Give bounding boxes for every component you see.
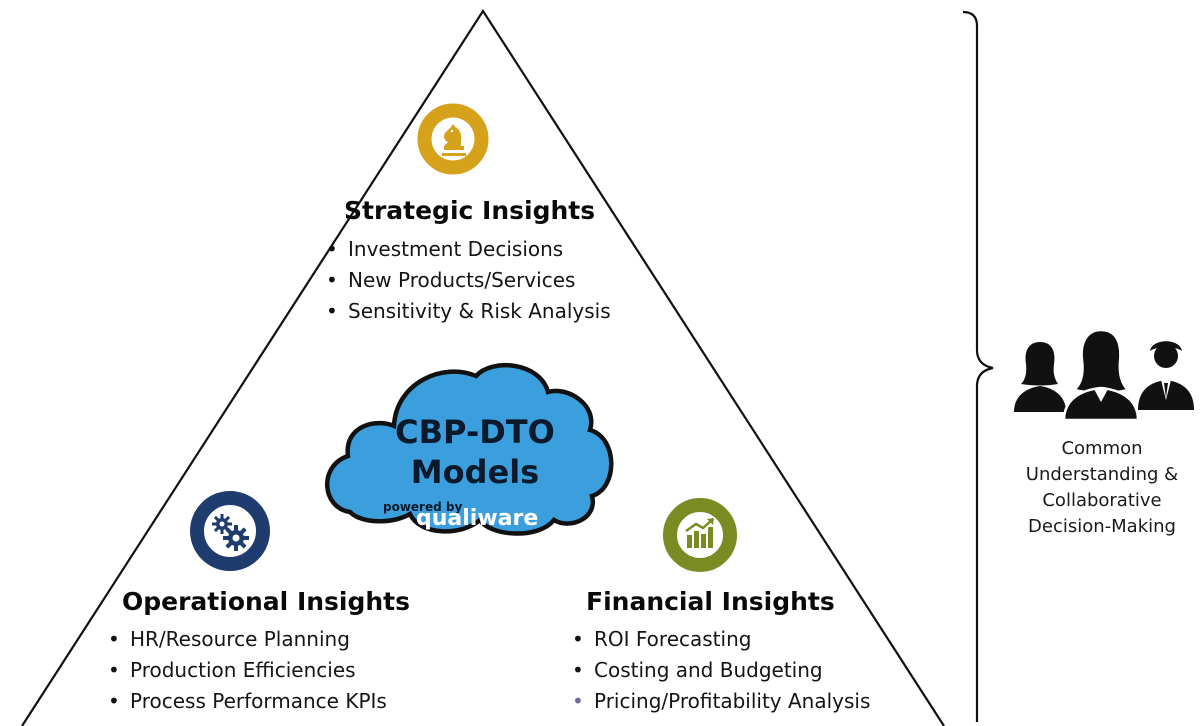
caption-line: Decision-Making [1028, 516, 1176, 537]
cloud-title-line1: CBP-DTO [395, 413, 555, 451]
list-item: •New Products/Services [326, 268, 576, 292]
strategic-title: Strategic Insights [344, 196, 596, 225]
financial-title: Financial Insights [586, 587, 835, 616]
cloud-shape [324, 363, 614, 536]
operational-list: •HR/Resource Planning •Production Effici… [108, 624, 387, 717]
cloud-title-line2: Models [410, 453, 540, 491]
caption-line: Understanding & [1025, 464, 1179, 485]
chess-knight-icon [417, 103, 489, 175]
gears-icon [190, 491, 270, 571]
caption-line: Common [1061, 438, 1143, 459]
operational-title: Operational Insights [122, 587, 411, 616]
caption-line: Collaborative [1042, 490, 1162, 511]
list-item: •Production Efficiencies [108, 658, 356, 682]
brand-name: qualiware [416, 506, 539, 531]
strategic-list: •Investment Decisions •New Products/Serv… [326, 234, 611, 327]
collaboration-caption: Common Understanding & Collaborative Dec… [1002, 436, 1202, 540]
cloud-title: CBP-DTO Models [340, 412, 610, 492]
people-group-icon [1014, 328, 1194, 422]
right-brace [962, 10, 994, 722]
bar-chart-trend-icon [663, 498, 737, 572]
list-item: •HR/Resource Planning [108, 627, 350, 651]
powered-by-label: powered by [383, 500, 463, 514]
pyramid-outline [21, 8, 945, 726]
list-item: •Sensitivity & Risk Analysis [326, 299, 611, 323]
list-item: •ROI Forecasting [572, 627, 752, 651]
list-item: •Process Performance KPIs [108, 689, 387, 713]
list-item: •Pricing/Profitability Analysis [572, 689, 871, 713]
list-item: •Costing and Budgeting [572, 658, 823, 682]
list-item: •Investment Decisions [326, 237, 564, 261]
financial-list: •ROI Forecasting •Costing and Budgeting … [572, 624, 870, 717]
